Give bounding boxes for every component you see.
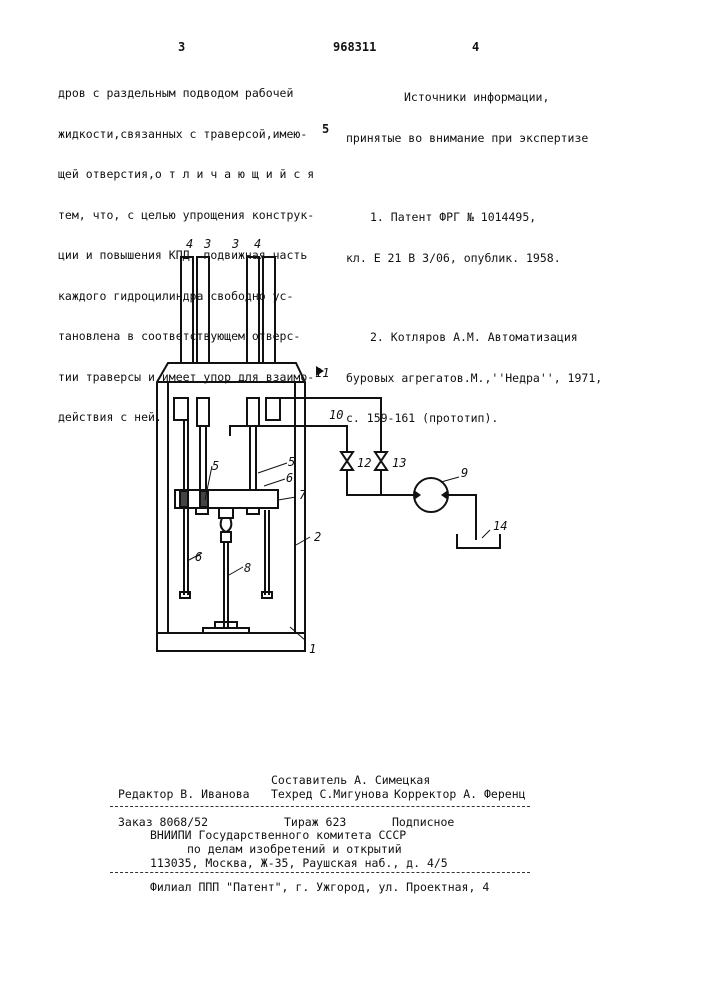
branch-address: Филиал ППП "Патент", г. Ужгород, ул. Про… [150,880,489,894]
compiler: Составитель А. Симецкая [271,773,430,787]
org-address: 113035, Москва, Ж-35, Раушская наб., д. … [150,856,448,870]
subscription: Подписное [392,815,454,829]
org-line: по делам изобретений и открытий [187,842,402,856]
divider [110,806,530,807]
order-number: Заказ 8068/52 [118,815,208,829]
techred: Техред С.Мигунова [271,787,389,801]
editor: Редактор В. Иванова [118,787,250,801]
divider [110,872,530,873]
circulation: Тираж 623 [284,815,346,829]
corrector: Корректор А. Ференц [394,787,526,801]
org-line: ВНИИПИ Государственного комитета СССР [150,828,406,842]
